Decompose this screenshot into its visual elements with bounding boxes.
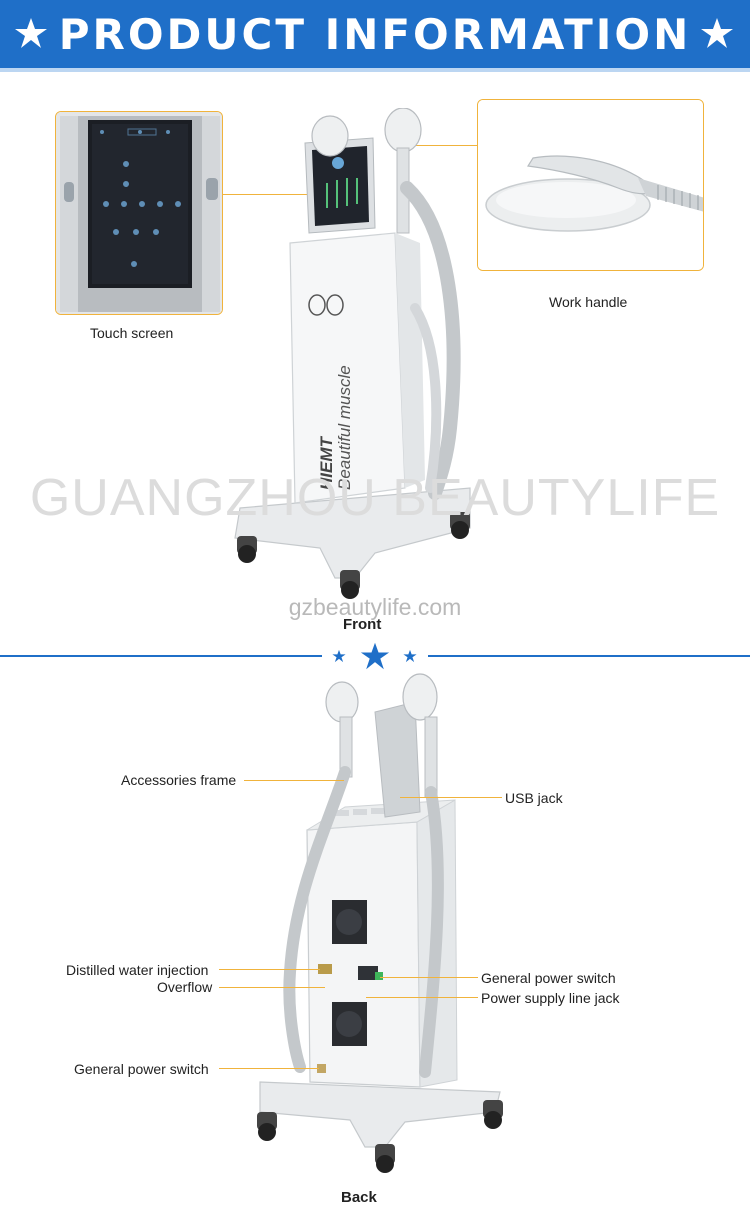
back-view-label: Back (341, 1189, 377, 1206)
header-banner (0, 0, 750, 70)
general-power-switch-right-leader (380, 977, 478, 978)
power-supply-line-jack-leader (366, 997, 478, 998)
work-handle-leader (412, 145, 477, 146)
back-machine-illustration (257, 673, 503, 1173)
device-brand-text: HIEMT (317, 436, 336, 491)
device-tagline-text: Beautiful muscle (335, 365, 354, 490)
front-view-label: Front (343, 616, 382, 633)
distilled-water-injection-label: Distilled water injection (66, 962, 209, 978)
general-power-switch-left-label: General power switch (74, 1061, 209, 1077)
work-handle-illustration (478, 100, 703, 270)
watermark-site: gzbeautylife.com (288, 594, 462, 620)
star-icon (15, 18, 47, 48)
touch-screen-label: Touch screen (90, 325, 174, 341)
accessories-frame-leader (244, 780, 344, 781)
accessories-frame-label: Accessories frame (121, 772, 237, 788)
usb-jack-label: USB jack (505, 790, 563, 806)
power-supply-line-jack-label: Power supply line jack (481, 990, 620, 1006)
touch-screen-leader (223, 194, 313, 195)
star-icon (701, 18, 733, 48)
work-handle-label: Work handle (549, 294, 628, 310)
distilled-water-injection-leader (219, 969, 320, 970)
front-machine-tagline: Beautiful muscle (335, 365, 354, 490)
watermark-brand: GUANGZHOU BEAUTYLIFE (29, 469, 721, 527)
page-title: PRODUCT INFORMATION (58, 10, 692, 59)
header-banner-strip (0, 68, 750, 72)
star-icon (360, 642, 390, 670)
star-icon (403, 649, 417, 663)
front-machine-branding: HIEMT (317, 436, 336, 491)
divider-line-right (428, 655, 750, 657)
divider-line-left (0, 655, 322, 657)
overflow-leader (219, 987, 325, 988)
work-handle-photo (477, 99, 704, 271)
usb-jack-leader (400, 797, 502, 798)
front-machine-illustration (234, 108, 471, 599)
touch-screen-illustration (56, 112, 222, 314)
star-icon (332, 649, 346, 663)
overflow-label: Overflow (157, 979, 213, 995)
general-power-switch-right-label: General power switch (481, 970, 616, 986)
touch-screen-photo (55, 111, 223, 315)
general-power-switch-left-leader (219, 1068, 319, 1069)
